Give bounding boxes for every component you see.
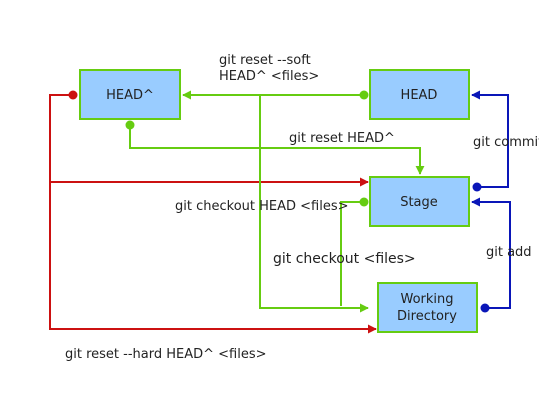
reset-hard-source-dot — [68, 90, 78, 100]
label-reset-hard: git reset --hard HEAD^ <files> — [65, 347, 267, 362]
node-stage-box — [369, 176, 470, 227]
checkout-files-edges — [340, 197, 369, 306]
node-stage: Stage — [369, 176, 470, 227]
node-working-directory-label-line2: Directory — [397, 309, 457, 324]
reset-head-arrow — [129, 125, 425, 175]
node-head-label: HEAD — [401, 88, 438, 103]
node-head: HEAD — [369, 69, 470, 120]
commit-arrow — [471, 90, 509, 188]
label-reset-head: git reset HEAD^ — [289, 131, 395, 146]
reset-head-source-dot — [125, 120, 135, 130]
commit-source-dot — [472, 182, 482, 192]
reset-hard-edges — [49, 90, 377, 334]
commit-edges — [471, 90, 509, 192]
add-edges — [471, 197, 511, 313]
label-add: git add — [486, 245, 532, 260]
checkout-files-arrow — [340, 201, 364, 306]
reset-soft-edges — [182, 90, 369, 100]
add-arrow — [471, 197, 511, 309]
reset-soft-source-dot — [359, 90, 369, 100]
node-stage-label: Stage — [400, 195, 438, 210]
node-head-parent: HEAD^ — [79, 69, 181, 120]
label-reset-soft-line2: HEAD^ <files> — [219, 69, 319, 84]
node-head-parent-label: HEAD^ — [106, 88, 154, 103]
checkout-head-edges — [259, 95, 369, 313]
label-reset-soft-line1: git reset --soft — [219, 53, 311, 68]
checkout-files-source-dot — [359, 197, 369, 207]
node-working-directory-label-line1: Working — [400, 292, 453, 307]
node-working-directory-box — [377, 282, 478, 333]
label-checkout-files: git checkout <files> — [273, 251, 416, 267]
node-head-box — [369, 69, 470, 120]
reset-head-edges — [125, 120, 425, 175]
label-checkout-head: git checkout HEAD <files> — [175, 199, 349, 214]
add-source-dot — [480, 303, 490, 313]
node-working-directory: Working Directory — [377, 282, 478, 333]
node-head-parent-box — [79, 69, 181, 120]
checkout-head-arrow — [259, 95, 369, 313]
label-commit: git commit — [473, 135, 539, 150]
reset-hard-connector — [49, 94, 377, 334]
